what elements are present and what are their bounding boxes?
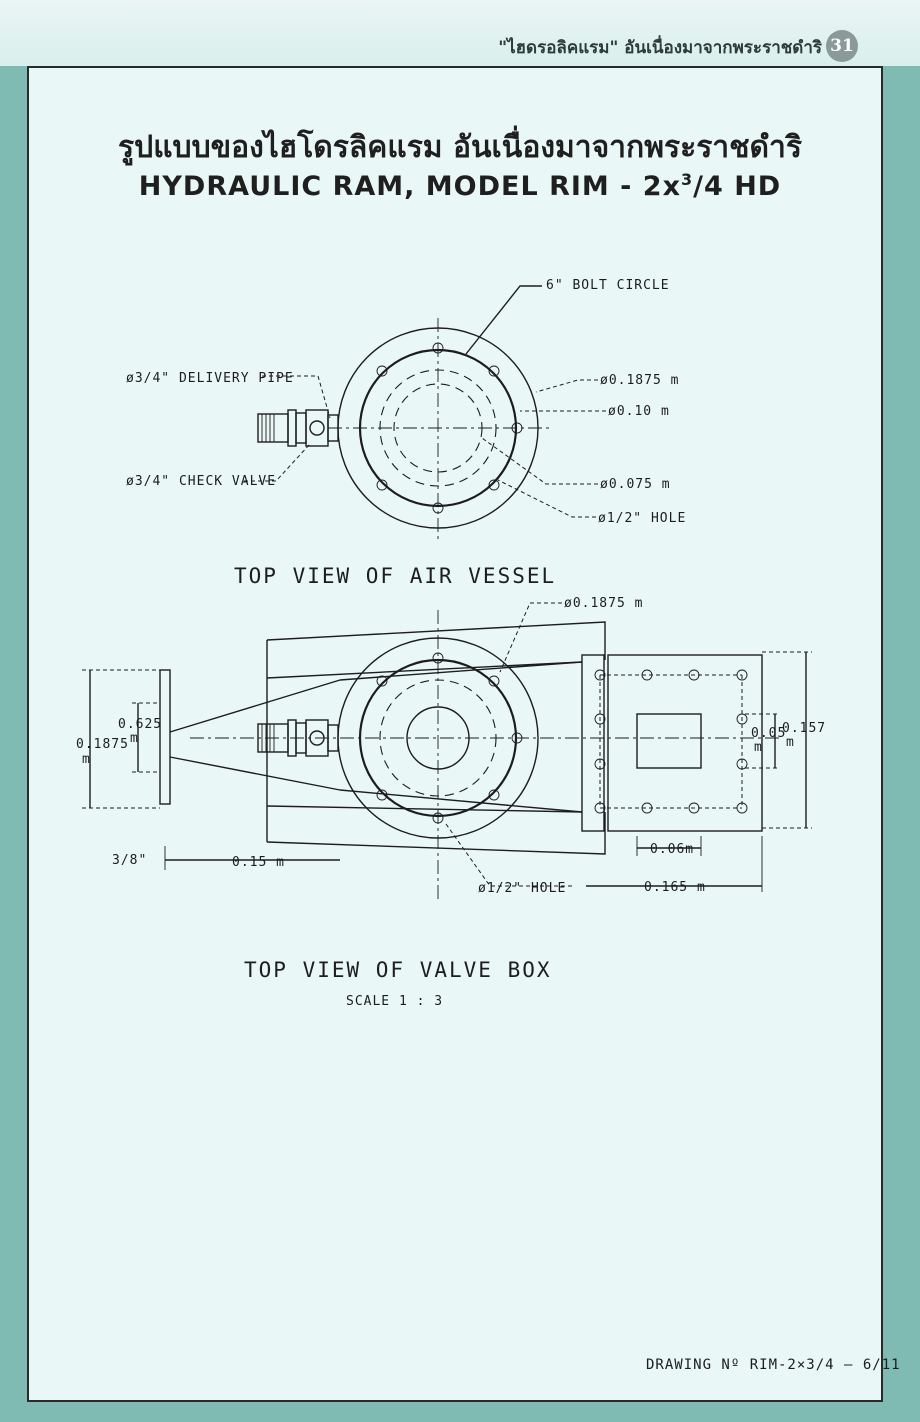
air-vessel-view: 6" BOLT CIRCLE ø3/4" DELIVERY PIPE ø3/4"… [126, 278, 686, 588]
side-flange-plate [581, 654, 605, 832]
dim-005-unit: m [754, 740, 763, 755]
valve-opening [636, 713, 702, 769]
bolt-circle-label: 6" BOLT CIRCLE [546, 278, 670, 293]
english-title: HYDRAULIC RAM, MODEL RIM - 2x3/4 HD [0, 170, 920, 202]
hole-leader [497, 479, 596, 518]
bolt-holes [376, 652, 523, 824]
drawing-number: DRAWING Nº RIM-2×3/4 – 6/11 [646, 1357, 901, 1373]
dim-0625-unit: m [130, 731, 139, 746]
page-number-badge: 31 [826, 30, 858, 62]
delivery-pipe-label: ø3/4" DELIVERY PIPE [126, 371, 294, 386]
bolt-hole [511, 422, 523, 434]
dim-3-8-label: 3/8" [112, 853, 147, 868]
outer-diameter-leader [535, 379, 598, 393]
box-bottom-edge [266, 812, 606, 855]
bolt-hole [376, 479, 388, 491]
dim-0157-value: 0.157 [782, 721, 826, 736]
small-diameter-leader [481, 437, 598, 485]
valve-box-caption: TOP VIEW OF VALVE BOX [244, 958, 552, 982]
diameter-leader [499, 602, 562, 673]
dim-006-label: 0.06m [650, 842, 694, 857]
dim-0165-label: 0.165 m [644, 880, 706, 895]
bolt-hole [376, 365, 388, 377]
air-vessel-caption: TOP VIEW OF AIR VESSEL [234, 564, 556, 588]
pipe-nipple [257, 413, 289, 443]
delivery-pipe-leader [262, 375, 331, 419]
bolt-hole [488, 479, 500, 491]
dim-01875-unit: m [82, 752, 91, 767]
bolt-holes [376, 342, 523, 514]
english-title-suffix: /4 HD [693, 171, 782, 202]
english-title-superscript: 3 [681, 170, 694, 189]
check-valve-leader [244, 443, 311, 482]
scale-label: SCALE 1 : 3 [346, 994, 443, 1009]
bolt-hole [432, 342, 444, 354]
check-valve-fitting [257, 409, 339, 447]
inlet-flange [159, 669, 171, 805]
check-valve-fitting [257, 719, 339, 757]
top-margin-band [0, 0, 920, 66]
bolt-circle-leader [465, 285, 542, 355]
inner-diameter-label: ø0.10 m [608, 404, 670, 419]
dim-015-label: 0.15 m [232, 855, 285, 870]
running-header: "ไฮดรอลิคแรม" อันเนื่องมาจากพระราชดำริ [498, 38, 822, 58]
dim-005-value: 0.05 [751, 726, 786, 741]
box-top-edge [266, 621, 606, 660]
hole-label: ø1/2" HOLE [598, 511, 686, 526]
hole-label: ø1/2" HOLE [478, 881, 566, 896]
diameter-label: ø0.1875 m [564, 596, 643, 611]
dim-0157-unit: m [786, 735, 795, 750]
english-title-prefix: HYDRAULIC RAM, MODEL RIM - 2x [138, 171, 681, 202]
outer-diameter-label: ø0.1875 m [600, 373, 679, 388]
thai-title: รูปแบบของไฮโดรลิคแรม อันเนื่องมาจากพระรา… [118, 130, 802, 165]
plate-bolt-holes [594, 669, 748, 814]
hole-leader [445, 823, 572, 887]
check-valve-label: ø3/4" CHECK VALVE [126, 474, 276, 489]
dim-01875-value: 0.1875 [76, 737, 129, 752]
bolt-hole [432, 502, 444, 514]
small-diameter-label: ø0.075 m [600, 477, 671, 492]
bolt-hole [488, 365, 500, 377]
valve-box-view: ø0.1875 m 0.625 m 0.1875 m 0.05 m 0.157 … [76, 596, 826, 1009]
valve-box-plate [607, 654, 763, 832]
dim-0625-value: 0.625 [118, 717, 162, 732]
valve-body [305, 409, 329, 447]
